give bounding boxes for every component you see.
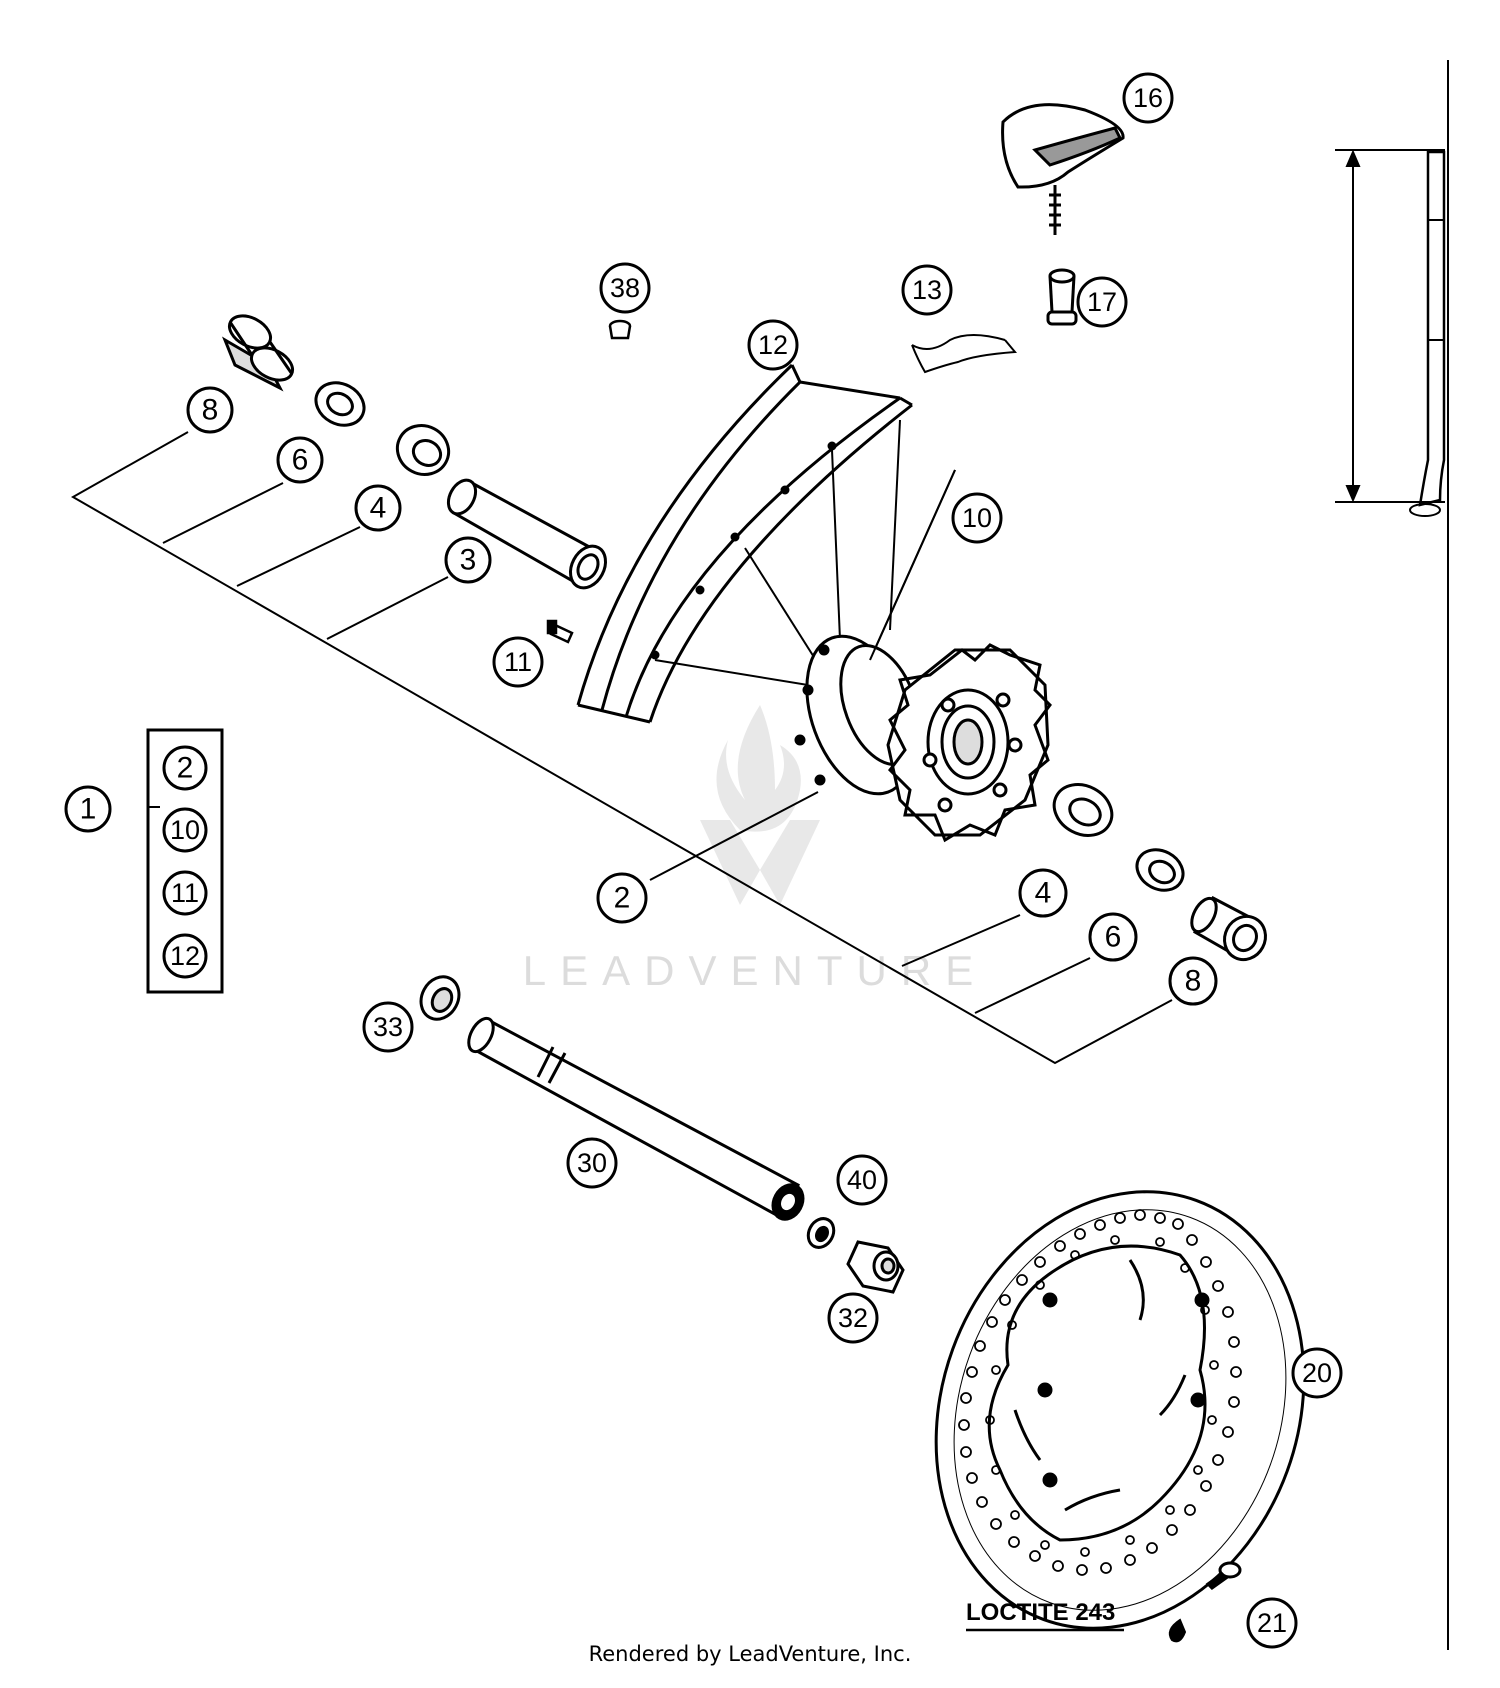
rim-profile-drawing [1335, 60, 1449, 1650]
seal-left [314, 381, 366, 427]
callout-17: 17 [1076, 276, 1128, 328]
distance-tube [446, 478, 608, 590]
callout-4-left: 4 [354, 484, 402, 532]
spacer-right [1190, 895, 1267, 962]
callout-12: 12 [747, 319, 799, 371]
callout-38-label: 38 [610, 273, 640, 303]
kit-item-3-label: 11 [171, 878, 199, 908]
callout-32-label: 32 [838, 1303, 868, 1333]
watermark-flame-icon [716, 705, 801, 832]
washer [806, 1217, 836, 1249]
kit-item-4: 12 [162, 933, 208, 979]
rim [576, 363, 913, 724]
rendered-by-footer: Rendered by LeadVenture, Inc. [588, 1642, 912, 1666]
bearing-left [395, 424, 451, 476]
axle-nut [846, 1240, 905, 1294]
callout-6-right: 6 [1088, 912, 1138, 962]
callout-4-right-label: 4 [1035, 877, 1052, 910]
callout-33: 33 [362, 1001, 414, 1053]
rim-lock-nut [1046, 268, 1078, 326]
callout-3: 3 [444, 536, 492, 584]
callout-40-label: 40 [847, 1165, 877, 1195]
watermark-v-icon [700, 820, 820, 905]
kit-item-2-label: 10 [170, 815, 200, 845]
callout-17-label: 17 [1087, 287, 1117, 317]
callout-8-left-label: 8 [202, 394, 219, 427]
spoke-wire [869, 469, 956, 661]
callout-3-label: 3 [460, 544, 477, 577]
kit-item-2: 10 [162, 807, 208, 853]
callout-16: 16 [1122, 72, 1174, 124]
callout-32: 32 [827, 1292, 879, 1344]
callout-8-right: 8 [1168, 956, 1218, 1006]
callout-20: 20 [1291, 1347, 1343, 1399]
callout-21: 21 [1246, 1597, 1298, 1649]
callout-10-label: 10 [962, 503, 992, 533]
callout-13-label: 13 [912, 275, 942, 305]
callout-11: 11 [492, 636, 544, 688]
callout-4-left-label: 4 [370, 492, 387, 525]
callout-30-label: 30 [577, 1148, 607, 1178]
callout-33-label: 33 [373, 1012, 403, 1042]
plug [608, 319, 632, 340]
callout-21-label: 21 [1257, 1608, 1287, 1638]
callout-2: 2 [596, 872, 648, 924]
kit-box [146, 728, 224, 994]
watermark-text: LEADVENTURE [523, 947, 987, 994]
callout-10: 10 [951, 492, 1003, 544]
callout-30: 30 [566, 1137, 618, 1189]
kit-item-1-label: 2 [177, 752, 194, 785]
callout-40: 40 [836, 1154, 888, 1206]
callout-6-left-label: 6 [292, 444, 309, 477]
bearing-right [1052, 783, 1114, 837]
callout-38: 38 [599, 262, 651, 314]
spacer-left [221, 314, 295, 392]
loctite-label: LOCTITE 243 [966, 1599, 1115, 1626]
callout-11-label: 11 [504, 647, 532, 677]
disc-screw [1205, 1561, 1242, 1590]
kit-item-1: 2 [162, 745, 208, 791]
callout-6-right-label: 6 [1105, 921, 1122, 954]
brake-disc [934, 1190, 1306, 1630]
callout-6-left: 6 [276, 436, 324, 484]
loctite-drop-icon [1168, 1618, 1187, 1643]
kit-item-3: 11 [162, 870, 208, 916]
callout-2-label: 2 [614, 882, 631, 915]
callout-8-left: 8 [186, 386, 234, 434]
callout-8-right-label: 8 [1185, 965, 1202, 998]
leadventure-watermark: LEADVENTURE [523, 705, 987, 994]
spoke-nipple [546, 619, 574, 644]
seal-right [1135, 848, 1185, 892]
leader-lines [70, 431, 1173, 1632]
callout-1-label: 1 [80, 793, 97, 826]
callout-4-right: 4 [1018, 868, 1068, 918]
callout-13: 13 [901, 264, 953, 316]
callout-12-label: 12 [758, 330, 788, 360]
callout-16-label: 16 [1133, 83, 1163, 113]
kit-item-4-label: 12 [170, 941, 200, 971]
hub [794, 634, 1052, 843]
callout-20-label: 20 [1302, 1358, 1332, 1388]
axle-seal [419, 975, 461, 1021]
rim-lock [1001, 103, 1125, 235]
callout-1: 1 [64, 785, 112, 833]
axle [467, 1016, 805, 1221]
rim-tape [911, 334, 1018, 374]
